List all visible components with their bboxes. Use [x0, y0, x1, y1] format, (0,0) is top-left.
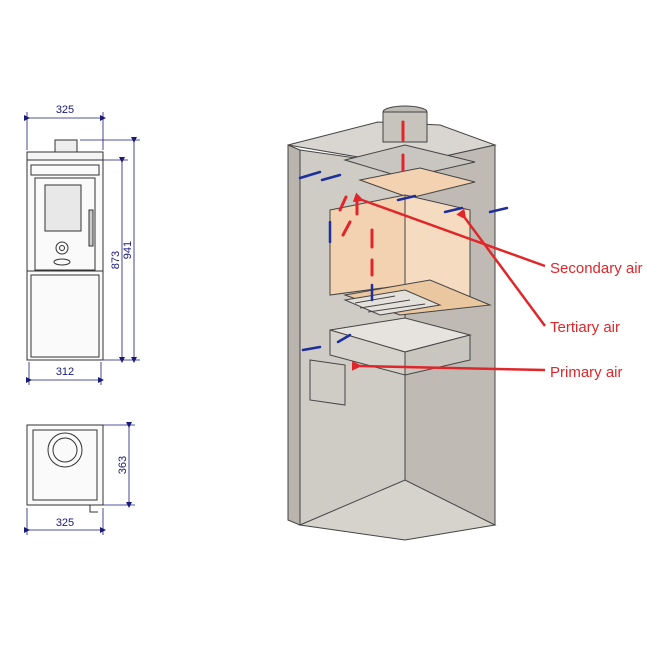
- dim-total-height: 941: [122, 241, 134, 259]
- primary-air-label: Primary air: [550, 364, 623, 381]
- secondary-air-arrow: [352, 192, 546, 268]
- top-dimension-lines: [24, 422, 135, 535]
- front-dimension-lines: [24, 112, 140, 385]
- dim-top-width: 325: [56, 517, 74, 529]
- cutaway-stove: [287, 105, 497, 541]
- dim-inner-height: 873: [110, 251, 122, 269]
- primary-air-arrow: [351, 360, 546, 372]
- air-flow-red-arrows: [338, 120, 405, 277]
- top-view-drawing: [26, 424, 104, 513]
- tertiary-air-label: Tertiary air: [550, 319, 620, 336]
- dim-depth: 363: [117, 456, 129, 474]
- callout-arrows: [351, 192, 547, 372]
- secondary-air-label: Secondary air: [550, 260, 643, 277]
- dim-base-width: 312: [56, 366, 74, 378]
- tertiary-air-arrow: [456, 208, 547, 327]
- front-view-drawing: [26, 139, 104, 361]
- dim-front-width: 325: [56, 104, 74, 116]
